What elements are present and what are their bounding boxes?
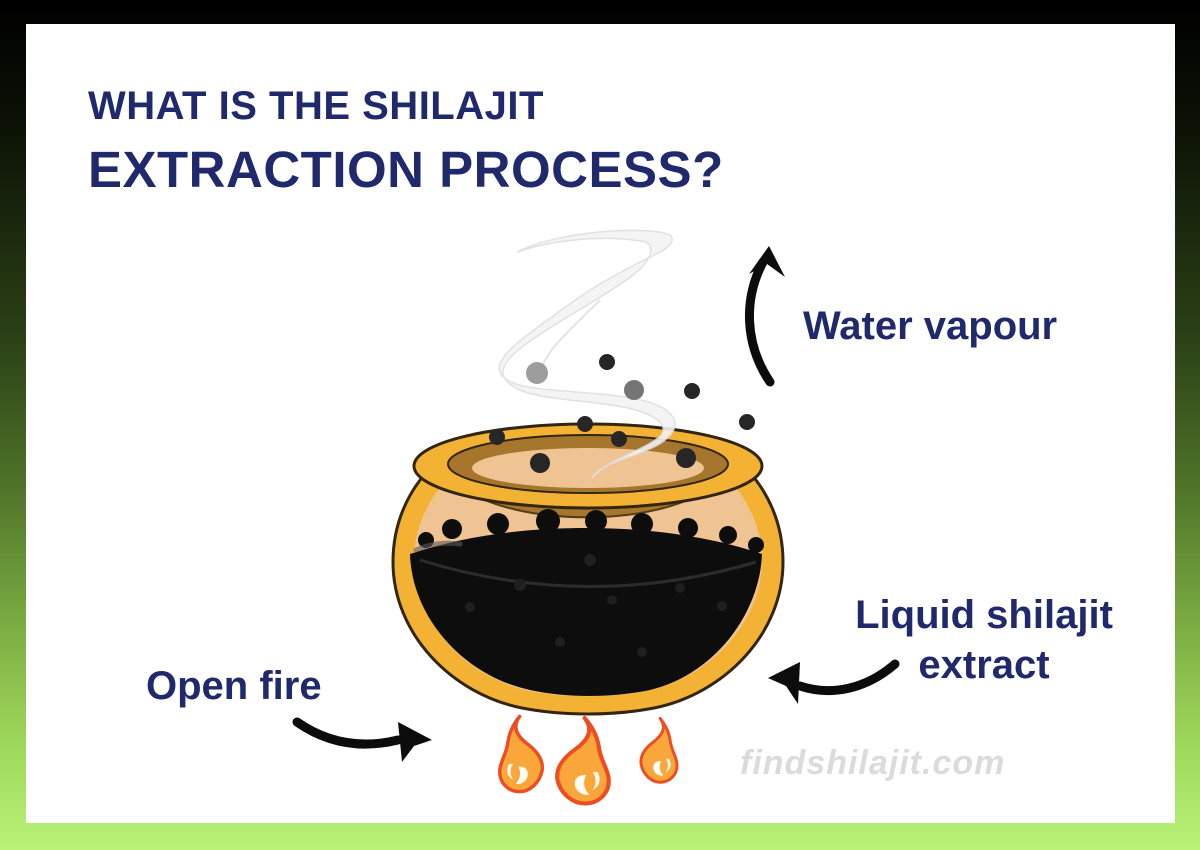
page-subtitle: EXTRACTION PROCESS? [88,141,724,198]
steam-icon [498,229,676,479]
open-fire-flames [498,714,679,804]
liquid-sheen [419,558,757,588]
arrow-shaft [795,659,900,696]
flame-icon [498,714,545,794]
arrow-right-icon [292,717,432,762]
bubble-dot [526,362,548,384]
arrow-up-icon [745,246,785,387]
watermark: findshilajit.com [740,744,1006,782]
page-title: WHAT IS THE SHILAJIT [88,84,544,128]
bubble [607,595,617,605]
bubble [719,526,737,544]
label-liquid-line1: Liquid shilajit [855,593,1113,637]
bubble-dot [624,380,644,400]
bubble [487,513,509,535]
bubble [631,513,653,535]
bubble [748,537,764,553]
bubble [442,519,462,539]
flame-icon [639,716,679,784]
bubble-dot [739,414,755,430]
bubble [717,601,727,611]
bubble [675,583,685,593]
liquid-inner-bubbles [465,554,727,657]
flame-icon [557,718,609,804]
bubble-dot [611,431,627,447]
bubble-dot [684,383,700,399]
cauldron-icon [391,422,785,716]
bubble [584,554,596,566]
arrow-shaft [745,257,775,387]
liquid-highlight [413,540,463,553]
bubble [465,602,475,612]
bubble-dot [577,416,593,432]
arrow-head [749,246,785,277]
label-open-fire: Open fire [146,664,322,708]
bubble [678,518,698,538]
bubble [585,510,607,532]
arrow-shaft [292,717,403,749]
annotation-arrows [292,246,900,762]
liquid-surface-bubbles [418,509,764,553]
arrow-left-icon [768,659,900,704]
bubble-dot [599,354,615,370]
bubble-dot [530,453,550,473]
label-water-vapour: Water vapour [803,304,1058,348]
bubble [536,509,560,533]
label-liquid-line2: extract [918,643,1050,687]
bubble-dot [676,448,696,468]
liquid-shilajit [410,528,762,696]
bubble-dots [489,354,755,473]
bubble [514,579,526,591]
label-liquid-shilajit-extract: Liquid shilajit extract [843,590,1125,690]
arrow-head [398,722,432,762]
bubble [555,637,565,647]
bubble-dot [489,429,505,445]
rim-opening [472,448,704,488]
bubble [637,647,647,657]
arrow-head [768,662,800,704]
